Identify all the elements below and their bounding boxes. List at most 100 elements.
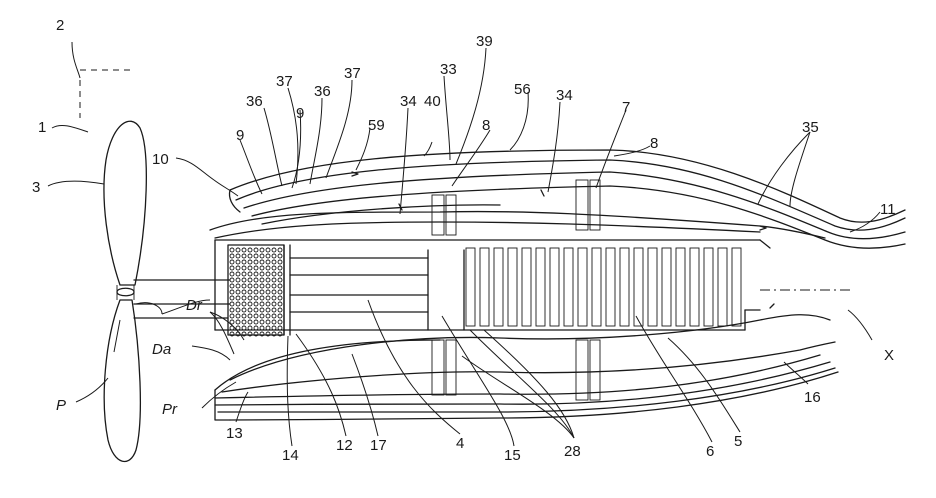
annular-splitter-upper bbox=[210, 212, 825, 238]
heat-exchanger-cell bbox=[272, 284, 276, 288]
label-8-left: 8 bbox=[482, 117, 490, 134]
label-16: 16 bbox=[804, 389, 821, 406]
heat-exchanger-cell bbox=[266, 314, 270, 318]
heat-exchanger-cell bbox=[254, 302, 258, 306]
label-6: 6 bbox=[706, 443, 714, 460]
turbine-blade bbox=[690, 248, 699, 326]
heat-exchanger-cell bbox=[254, 272, 258, 276]
label-36-right: 36 bbox=[314, 83, 331, 100]
heat-exchanger-cell bbox=[230, 290, 234, 294]
heat-exchanger-cell bbox=[278, 260, 282, 264]
heat-exchanger-cell bbox=[272, 302, 276, 306]
heat-exchanger-cell bbox=[278, 284, 282, 288]
heat-exchanger-cell bbox=[236, 296, 240, 300]
heat-exchanger-cell bbox=[242, 278, 246, 282]
label-4: 4 bbox=[456, 435, 464, 452]
heat-exchanger-cell bbox=[266, 272, 270, 276]
heat-exchanger-cell bbox=[254, 278, 258, 282]
label-12: 12 bbox=[336, 437, 353, 454]
label-17: 17 bbox=[370, 437, 387, 454]
label-34-right: 34 bbox=[556, 87, 573, 104]
heat-exchanger-cell bbox=[242, 248, 246, 252]
turbine-blade bbox=[620, 248, 629, 326]
label-36-left: 36 bbox=[246, 93, 263, 110]
heat-exchanger-cell bbox=[260, 314, 264, 318]
label-15: 15 bbox=[504, 447, 521, 464]
heat-exchanger-cell bbox=[254, 314, 258, 318]
label-5: 5 bbox=[734, 433, 742, 450]
label-13: 13 bbox=[226, 425, 243, 442]
label-9-right: 9 bbox=[296, 105, 304, 122]
turbine-blades bbox=[466, 248, 741, 326]
heat-exchanger-cell bbox=[236, 272, 240, 276]
label-x: X bbox=[884, 347, 894, 364]
heat-exchanger-cell bbox=[242, 266, 246, 270]
label-40: 40 bbox=[424, 93, 441, 110]
heat-exchanger-cell bbox=[248, 290, 252, 294]
turbine-blade bbox=[480, 248, 489, 326]
heat-exchanger-cell bbox=[260, 302, 264, 306]
heat-exchanger-cell bbox=[260, 260, 264, 264]
propeller-blade bbox=[104, 121, 146, 461]
turbine-blade bbox=[522, 248, 531, 326]
heat-exchanger-cell bbox=[254, 308, 258, 312]
heat-exchanger-cell bbox=[278, 248, 282, 252]
heat-exchanger-cell bbox=[242, 272, 246, 276]
heat-exchanger-cell bbox=[272, 260, 276, 264]
heat-exchanger-cell bbox=[230, 260, 234, 264]
heat-exchanger-cell bbox=[272, 296, 276, 300]
turbine-blade bbox=[648, 248, 657, 326]
heat-exchanger-cell bbox=[248, 320, 252, 324]
heat-exchanger-cell bbox=[242, 314, 246, 318]
heat-exchanger-cell bbox=[248, 314, 252, 318]
heat-exchanger-cell bbox=[230, 314, 234, 318]
heat-exchanger-cell bbox=[236, 308, 240, 312]
heat-exchanger-cell bbox=[236, 314, 240, 318]
heat-exchanger-cell bbox=[230, 266, 234, 270]
heat-exchanger-cell bbox=[248, 254, 252, 258]
heat-exchanger-cell bbox=[260, 290, 264, 294]
turbine-blade bbox=[718, 248, 727, 326]
heat-exchanger-cell bbox=[248, 284, 252, 288]
heat-exchanger-cell bbox=[278, 320, 282, 324]
label-8-right: 8 bbox=[650, 135, 658, 152]
heat-exchanger-cell bbox=[278, 266, 282, 270]
heat-exchanger-cell bbox=[278, 272, 282, 276]
label-pr: Pr bbox=[162, 401, 178, 418]
label-28: 28 bbox=[564, 443, 581, 460]
label-56: 56 bbox=[514, 81, 531, 98]
turbine-blade bbox=[676, 248, 685, 326]
heat-exchanger-cell bbox=[230, 254, 234, 258]
heat-exchanger-cell bbox=[230, 248, 234, 252]
turbine-blade bbox=[466, 248, 475, 326]
compressor bbox=[290, 250, 464, 330]
label-2: 2 bbox=[56, 17, 64, 34]
heat-exchanger-cell bbox=[260, 296, 264, 300]
label-p: P bbox=[56, 397, 66, 414]
heat-exchanger-cell bbox=[236, 266, 240, 270]
heat-exchanger-cell bbox=[266, 302, 270, 306]
label-33: 33 bbox=[440, 61, 457, 78]
heat-exchanger-cell bbox=[272, 248, 276, 252]
heat-exchanger-cell bbox=[254, 290, 258, 294]
heat-exchanger-cell bbox=[242, 260, 246, 264]
propeller-reference-lines bbox=[76, 320, 120, 402]
heat-exchanger-cell bbox=[236, 284, 240, 288]
label-7: 7 bbox=[622, 99, 630, 116]
heat-exchanger-cell bbox=[242, 296, 246, 300]
heat-exchanger-cell bbox=[236, 254, 240, 258]
heat-exchanger-cell bbox=[266, 320, 270, 324]
heat-exchanger-cell bbox=[266, 278, 270, 282]
heat-exchanger-cell bbox=[254, 260, 258, 264]
heat-exchanger-cell bbox=[248, 272, 252, 276]
heat-exchanger-cell bbox=[254, 266, 258, 270]
struts bbox=[432, 180, 600, 400]
heat-exchanger-cell bbox=[266, 284, 270, 288]
heat-exchanger-cell bbox=[236, 248, 240, 252]
label-59: 59 bbox=[368, 117, 385, 134]
heat-exchanger-cell bbox=[260, 254, 264, 258]
heat-exchanger-cell bbox=[236, 260, 240, 264]
heat-exchanger-cell bbox=[236, 290, 240, 294]
heat-exchanger-cell bbox=[236, 278, 240, 282]
